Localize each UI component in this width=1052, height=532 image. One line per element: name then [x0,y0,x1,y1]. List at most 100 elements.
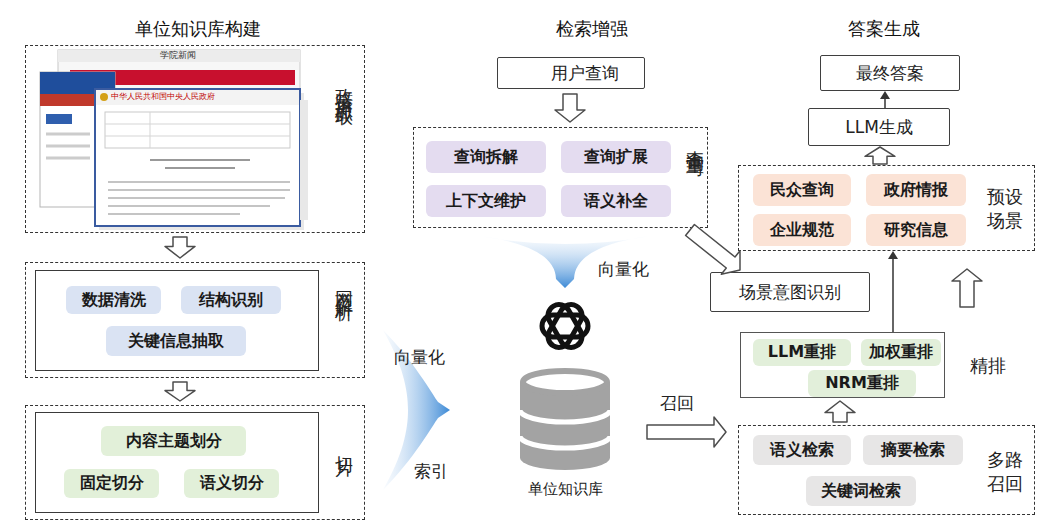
screenshot-line [165,167,235,169]
flow-swoosh [480,236,650,288]
flow-label: 索引 [414,460,448,483]
block-arrow [647,417,726,447]
arrow-head [888,251,898,259]
node-text: NRM重排 [825,373,899,394]
block-arrow [865,147,895,164]
connector [555,94,585,122]
connector [888,251,898,332]
node-text: 企业规范 [770,220,834,241]
node-text: 关键信息抽取 [128,331,224,352]
screenshot-text: 中华人民共和国中央人民政府 [111,91,215,102]
node-text: 用户查询 [551,62,619,85]
block-arrow [686,225,740,275]
screenshot-header [58,50,300,62]
database-icon [495,290,635,480]
block-arrow [165,382,195,401]
screenshot-table [105,112,290,148]
step-pill: 上下文维护 [426,185,546,217]
scene-pill: 企业规范 [753,214,851,246]
screenshot-line [105,124,290,125]
scene-pill: 政府情报 [866,174,966,206]
connector [825,401,855,422]
step-pill: 关键词检索 [806,476,916,506]
arrow-line [884,98,886,108]
emblem [100,93,108,101]
block-arrow [825,401,855,422]
node-text: 语义检索 [770,440,834,461]
database-node: 单位知识库 [495,290,635,505]
connector [165,237,195,258]
node-text: 场景意图识别 [739,281,841,304]
screenshot-line [150,112,151,148]
step-pill: 固定切分 [64,469,159,498]
process-box: LLM生成 [808,108,950,146]
node-text: 关键词检索 [821,481,901,502]
node-text: 语义补全 [584,191,648,212]
rerank-box: 精排LLM重排加权重排NRM重排 [740,332,945,398]
connector [865,147,895,164]
connector [383,330,450,490]
step-pill: 内容主题划分 [101,426,246,456]
step-pill: NRM重排 [808,370,916,397]
process-box: 场景意图识别 [710,272,870,312]
side-label: 精排 [967,354,1009,378]
step-pill: LLM重排 [753,339,851,366]
cylinder-top [523,371,607,393]
connector [165,382,195,401]
screenshot-line [150,159,250,161]
step-pill: 查询扩展 [561,141,671,173]
side-label: 查询重写 [683,136,707,148]
scene-pill: 研究信息 [866,214,966,246]
node-text: 单位知识库 [495,480,635,499]
step-pill: 查询拆解 [426,141,546,173]
screenshot-line [46,145,90,148]
scene-pill: 民众查询 [753,174,851,206]
node-text: 民众查询 [770,180,834,201]
node-text: 研究信息 [884,220,948,241]
node-text: 语义切分 [200,473,264,494]
section-box: 网页解析数据清洗 结构识别关键信息抽取 [25,262,365,378]
step-pill: 加权重排 [861,339,941,366]
screenshot-header [96,90,299,105]
cylinder-band [520,410,610,422]
block-arrow [165,237,195,258]
edge-label: 向量化 [394,346,445,369]
cylinder-band [520,436,610,448]
output-box: 最终答案 [820,55,960,91]
screenshot-line [108,205,270,207]
step-pill: 摘要检索 [863,435,963,465]
node-text: 查询拆解 [454,147,518,168]
node-text: 加权重排 [869,342,933,363]
node-text: 固定切分 [80,473,144,494]
screenshot-line [108,197,285,199]
node-text: 最终答案 [856,62,924,85]
side-label: 多路召回 [985,448,1025,496]
step-pill: 关键信息抽取 [106,326,246,356]
flow-swoosh [383,330,450,490]
section-box: 政策信息抓取 [25,45,365,233]
node-text: 结构识别 [199,290,263,311]
arrow-line [892,258,894,332]
logo-icon [542,301,588,352]
edge-label: 召回 [660,392,694,415]
step-pill: 语义补全 [561,185,671,217]
column-header: 单位知识库构建 [135,17,261,41]
section-box: 切片内容主题划分固定切分语义切分 [25,405,365,520]
side-label: 预设场景 [985,185,1025,233]
screenshot-block [46,114,72,124]
screenshot-line [108,181,290,183]
node-text: LLM生成 [845,116,913,139]
node-text: 内容主题划分 [126,431,222,452]
node-text: LLM重排 [768,342,836,363]
connector [686,225,740,275]
logo-loop [544,301,586,352]
side-label: 网页解析 [332,277,356,293]
screenshot-line [108,213,240,215]
step-pill: 数据清洗 [66,286,161,314]
node-text: 政府情报 [884,180,948,201]
screenshot-line [46,157,90,160]
arrow-head [880,91,890,99]
column-header: 检索增强 [556,17,628,41]
